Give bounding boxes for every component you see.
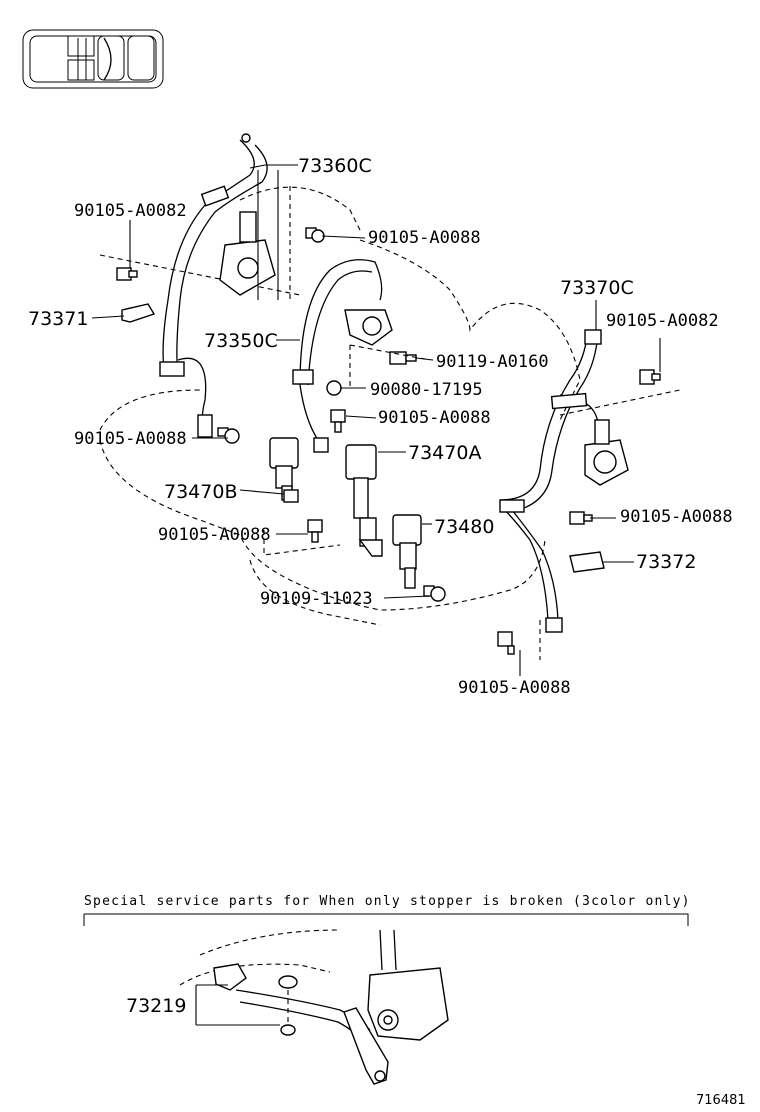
bolt-icon bbox=[217, 427, 240, 444]
cover-73371 bbox=[121, 303, 156, 323]
center-belt-assembly bbox=[292, 259, 393, 453]
leader-lines bbox=[91, 164, 661, 676]
label-73480: 73480 bbox=[434, 516, 494, 538]
bolt-icon bbox=[307, 519, 323, 543]
label-73371: 73371 bbox=[28, 308, 88, 330]
label-73350c: 73350C bbox=[204, 330, 278, 352]
bolt-icon bbox=[389, 351, 417, 365]
bolt-icons bbox=[116, 227, 661, 655]
label-90105-a0088-center-mid: 90105-A0088 bbox=[378, 408, 491, 428]
seat-outline bbox=[99, 186, 681, 626]
label-90105-a0088-left-low: 90105-A0088 bbox=[74, 429, 187, 449]
bolt-icon bbox=[326, 380, 342, 396]
bolt-icon bbox=[283, 489, 299, 503]
bolt-icon bbox=[330, 409, 346, 433]
label-90105-a0088-bottom: 90105-A0088 bbox=[458, 678, 571, 698]
left-outer-belt-assembly bbox=[159, 133, 276, 438]
bolt-icon bbox=[423, 585, 446, 602]
vehicle-locator-icon bbox=[22, 29, 164, 89]
right-belt-assembly bbox=[499, 329, 629, 633]
bolt-icon bbox=[639, 369, 661, 385]
bolt-icon bbox=[116, 267, 138, 281]
label-73219: 73219 bbox=[126, 995, 186, 1017]
special-service-note: Special service parts for When only stop… bbox=[84, 894, 690, 909]
label-90119-a0160: 90119-A0160 bbox=[436, 352, 549, 372]
buckle-73480 bbox=[392, 514, 422, 589]
label-73360c: 73360C bbox=[298, 155, 372, 177]
bolt-icon bbox=[305, 227, 325, 243]
bolt-icon bbox=[497, 631, 515, 655]
label-90105-a0088-center-top: 90105-A0088 bbox=[368, 228, 481, 248]
label-90105-a0088-right: 90105-A0088 bbox=[620, 507, 733, 527]
label-73370c: 73370C bbox=[560, 277, 634, 299]
label-90105-a0082-left: 90105-A0082 bbox=[74, 201, 187, 221]
special-service-section: Special service parts for When only stop… bbox=[83, 894, 690, 1085]
diagram-reference-number: 716481 bbox=[696, 1093, 746, 1108]
label-90080-17195: 90080-17195 bbox=[370, 380, 483, 400]
label-73372: 73372 bbox=[636, 551, 696, 573]
label-73470b: 73470B bbox=[164, 481, 237, 503]
label-90105-a0082-right: 90105-A0082 bbox=[606, 311, 719, 331]
buckle-73470a bbox=[345, 444, 383, 557]
label-90109-11023: 90109-11023 bbox=[260, 589, 373, 609]
bolt-icon bbox=[569, 511, 593, 525]
label-90105-a0088-buckle: 90105-A0088 bbox=[158, 525, 271, 545]
label-73470a: 73470A bbox=[408, 442, 481, 464]
cover-73372 bbox=[569, 551, 605, 573]
